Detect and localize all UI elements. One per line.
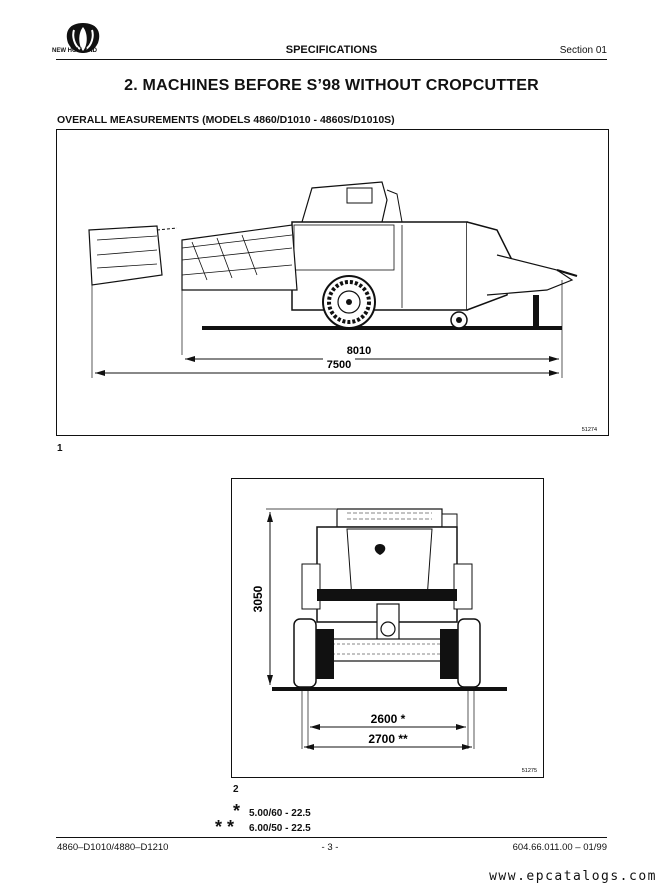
figure-2-number: 2	[233, 784, 239, 795]
note-1-marker: *	[233, 801, 241, 821]
footer-page-number: - 3 -	[321, 842, 339, 853]
figure-2-id: 51275	[522, 768, 537, 774]
dimension-2600: 2600 *	[371, 712, 406, 726]
figure-subheading: OVERALL MEASUREMENTS (MODELS 4860/D1010 …	[57, 114, 395, 126]
note-2-text: 6.00/50 - 22.5	[249, 823, 311, 834]
dimension-2700: 2700 **	[368, 732, 408, 746]
figure-1-frame: 8010 7500 51274	[56, 129, 609, 436]
dimension-7500: 7500	[327, 359, 351, 371]
section-heading: 2. MACHINES BEFORE S’98 WITHOUT CROPCUTT…	[124, 77, 539, 94]
new-holland-leaf-logo	[66, 23, 100, 53]
brand-name: NEW HOLLAND	[52, 48, 97, 54]
section-label: Section 01	[559, 45, 607, 56]
baler-side-view-drawing: 8010 7500 51274	[88, 181, 597, 433]
figure-2-frame: 3050 2600 * 2700 ** 51275	[231, 478, 544, 778]
footer-models: 4860–D1010/4880–D1210	[57, 842, 169, 853]
watermark-link[interactable]: www.epcatalogs.com	[489, 869, 657, 884]
header-rule	[56, 59, 607, 60]
note-2-marker: * *	[215, 817, 235, 837]
figure-1-number: 1	[57, 443, 63, 454]
note-1-text: 5.00/60 - 22.5	[249, 808, 311, 819]
baler-rear-view-drawing: 3050 2600 * 2700 ** 51275	[251, 508, 537, 774]
page-header-title: SPECIFICATIONS	[285, 44, 378, 56]
dimension-8010: 8010	[347, 345, 371, 357]
figure-1-id: 51274	[582, 427, 597, 433]
footer-rule	[56, 837, 607, 838]
dimension-3050: 3050	[251, 585, 265, 612]
footer-doc-number: 604.66.011.00 – 01/99	[512, 842, 607, 853]
